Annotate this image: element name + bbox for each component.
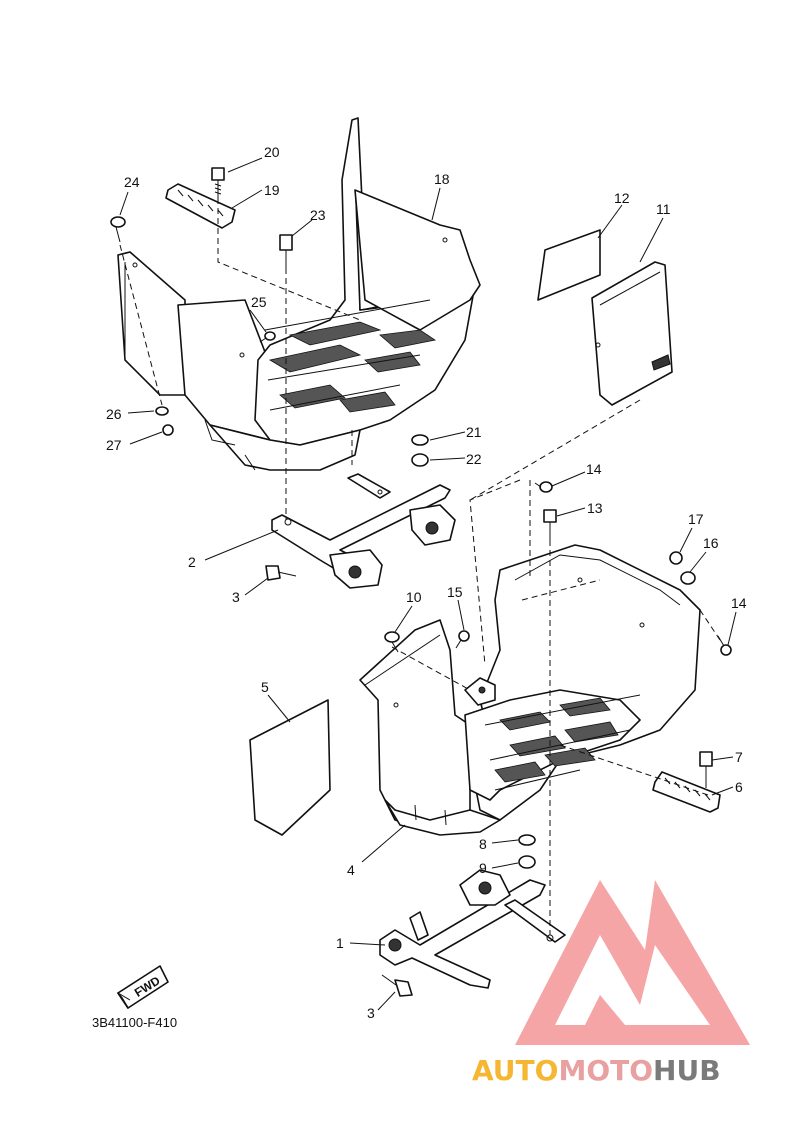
- callout-14-upper: 14: [586, 461, 602, 477]
- bolt-24: [110, 216, 126, 243]
- callouts: 20 19 24 23 18 25 12 11 26 27 21 22 14 1…: [106, 144, 747, 1021]
- callout-21: 21: [466, 424, 482, 440]
- callout-25: 25: [251, 294, 267, 310]
- leader-lines: [119, 157, 737, 1011]
- fwd-arrow-icon: FWD: [117, 965, 169, 1009]
- watermark-part1: AUTO: [472, 1054, 558, 1087]
- callout-5: 5: [261, 679, 269, 695]
- footrest-bracket-2: [271, 473, 456, 589]
- callout-22: 22: [466, 451, 482, 467]
- callout-7: 7: [735, 749, 743, 765]
- bolt-3-lower: [381, 974, 413, 997]
- callout-27: 27: [106, 437, 122, 453]
- bolt-23: [279, 234, 293, 268]
- callout-14-right: 14: [731, 595, 747, 611]
- decal-12: [537, 229, 601, 301]
- callout-26: 26: [106, 406, 122, 422]
- callout-12: 12: [614, 190, 630, 206]
- callout-19: 19: [264, 182, 280, 198]
- callout-18: 18: [434, 171, 450, 187]
- callout-13: 13: [587, 500, 603, 516]
- callout-23: 23: [310, 207, 326, 223]
- step-bracket-19: [165, 183, 236, 229]
- bolt-7: [699, 751, 713, 788]
- fastener-15: [455, 630, 470, 649]
- callout-3-upper: 3: [232, 589, 240, 605]
- right-footrest-board: [359, 544, 701, 836]
- callout-4: 4: [347, 862, 355, 878]
- left-footrest-board: [117, 117, 481, 471]
- nut-22: [411, 453, 429, 467]
- callout-2: 2: [188, 554, 196, 570]
- callout-1: 1: [336, 935, 344, 951]
- assembly-lines: [119, 198, 721, 935]
- side-cover-11: [591, 261, 673, 406]
- watermark-part2: MOTO: [558, 1054, 653, 1087]
- svg-text:AUTOMOTOHUB: AUTOMOTOHUB: [472, 1054, 721, 1087]
- diagram-code: 3B41100-F410: [92, 1015, 177, 1030]
- watermark-part3: HUB: [653, 1054, 721, 1087]
- collar-8: [518, 834, 536, 846]
- callout-10: 10: [406, 589, 422, 605]
- callout-17: 17: [688, 511, 704, 527]
- watermark-logo: [515, 880, 750, 1045]
- bolt-13: [543, 509, 557, 540]
- step-bracket-6: [652, 771, 721, 813]
- screw-14-upper: [534, 481, 553, 493]
- collar-21: [411, 434, 429, 446]
- decal-5: [249, 699, 331, 836]
- callout-3-lower: 3: [367, 1005, 375, 1021]
- washer-26: [155, 406, 169, 416]
- callout-15: 15: [447, 584, 463, 600]
- screw-25: [259, 331, 276, 343]
- callout-6: 6: [735, 779, 743, 795]
- callout-11: 11: [656, 201, 671, 217]
- callout-16: 16: [703, 535, 719, 551]
- bolt-20: [211, 167, 225, 198]
- nut-9: [518, 855, 536, 869]
- callout-9: 9: [479, 860, 487, 876]
- callout-24: 24: [124, 174, 140, 190]
- callout-20: 20: [264, 144, 280, 160]
- fastener-10: [384, 631, 400, 653]
- footrest-bracket-1: [379, 869, 566, 989]
- watermark-text: AUTOMOTOHUB: [472, 1054, 721, 1087]
- bolt-3-upper: [265, 565, 297, 581]
- nut-27: [162, 424, 174, 436]
- collar-16: [680, 571, 696, 585]
- callout-8: 8: [479, 836, 487, 852]
- grommet-17: [669, 551, 683, 565]
